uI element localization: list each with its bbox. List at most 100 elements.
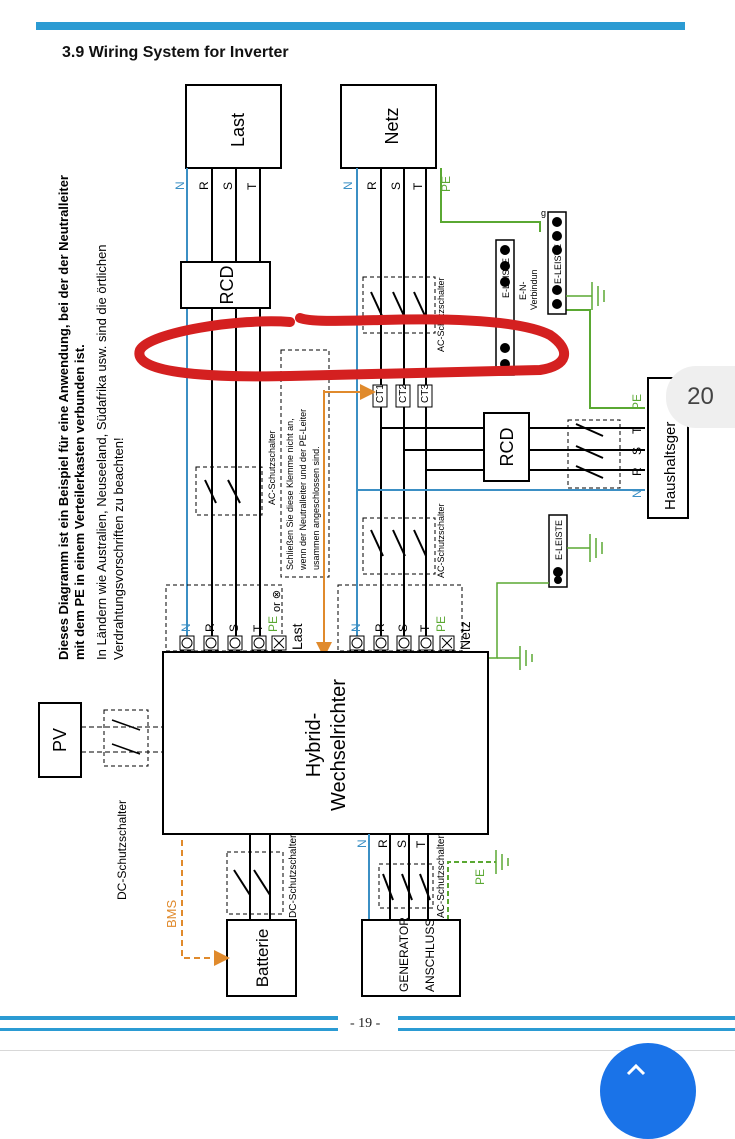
- svg-text:AC-Schutzschalter: AC-Schutzschalter: [267, 430, 277, 505]
- household-rcd: RCD: [483, 412, 530, 482]
- svg-text:or ⊗: or ⊗: [271, 590, 283, 612]
- svg-text:PE: PE: [266, 616, 280, 632]
- battery-wires: [249, 834, 271, 920]
- svg-text:R: R: [376, 839, 390, 848]
- ct3-label: CT3: [420, 384, 431, 403]
- footer-line-right-2: [398, 1028, 735, 1031]
- grid-label: Netz: [382, 107, 402, 144]
- svg-text:N: N: [355, 839, 369, 848]
- svg-text:PE: PE: [439, 176, 453, 192]
- svg-text:R: R: [373, 623, 387, 632]
- svg-text:S: S: [227, 624, 241, 632]
- footer-line-left-2: [0, 1028, 338, 1031]
- svg-text:S: S: [389, 182, 403, 190]
- svg-text:AC-Schutzschalter: AC-Schutzschalter: [436, 503, 446, 578]
- e-n-connection-label: E-N- Verbindun: [518, 269, 539, 310]
- svg-text:R: R: [630, 467, 644, 476]
- household-terminal-labels: PE T S R N: [630, 394, 644, 498]
- note-line2: Verdrahtungsvorschriften zu beachten!: [111, 437, 126, 660]
- inverter-box: Hybrid- Wechselrichter: [162, 651, 489, 835]
- svg-text:R: R: [365, 181, 379, 190]
- svg-text:T: T: [411, 182, 425, 190]
- svg-text:wenn der Neutralleiter und der: wenn der Neutralleiter und der PE-Leiter: [298, 409, 308, 571]
- earth-bar-right: E-LEISTE g: [541, 208, 567, 315]
- load-rcd: RCD: [180, 261, 271, 309]
- household-wires: [357, 309, 645, 491]
- svg-text:PE: PE: [473, 869, 487, 885]
- svg-text:Haushaltsger: Haushaltsger: [662, 422, 679, 510]
- red-marker-annotation: [134, 313, 570, 382]
- generator-terminal-labels: N R S T PE: [355, 839, 487, 885]
- svg-text:Last: Last: [289, 623, 305, 650]
- svg-text:Verbindun: Verbindun: [529, 269, 539, 310]
- viewer-divider: [0, 1050, 735, 1051]
- load-terminal-labels: N R S T: [173, 181, 259, 190]
- ct1-label: CT1: [375, 384, 386, 403]
- svg-text:T: T: [418, 624, 432, 632]
- earth-bar-lower: E-LEISTE: [548, 514, 568, 588]
- svg-text:S: S: [630, 447, 644, 455]
- svg-text:Wechselrichter: Wechselrichter: [328, 679, 350, 811]
- svg-text:N: N: [630, 489, 644, 498]
- svg-text:S: S: [395, 840, 409, 848]
- battery-dc-breaker: DC-Schutzschalter: [226, 834, 299, 918]
- svg-text:usammen angeschlossen sind.: usammen angeschlossen sind.: [311, 446, 321, 570]
- page-number: - 19 -: [350, 1016, 381, 1031]
- pv-dc-breaker: DC-Schutzschalter: [81, 709, 163, 900]
- svg-text:Batterie: Batterie: [253, 929, 272, 988]
- svg-text:E-LEISTE: E-LEISTE: [554, 520, 564, 560]
- ct2-label: CT2: [398, 384, 409, 403]
- svg-text:Netz: Netz: [457, 621, 473, 650]
- header-accent-bar: [36, 22, 685, 30]
- wiring-diagram: Dieses Diagramm ist ein Beispiel für ein…: [38, 84, 689, 997]
- svg-text:RCD: RCD: [497, 428, 517, 467]
- svg-text:PE: PE: [630, 394, 644, 410]
- svg-text:PE: PE: [434, 616, 448, 632]
- grid-terminal-block: N R S T PE Netz: [337, 584, 473, 652]
- ground-symbol-generator: [495, 850, 509, 874]
- svg-text:DC-Schutzschalter: DC-Schutzschalter: [115, 800, 129, 900]
- svg-text:N: N: [341, 181, 355, 190]
- svg-text:E-LEISTE: E-LEISTE: [501, 258, 511, 298]
- load-wires: [186, 168, 261, 645]
- svg-text:S: S: [396, 624, 410, 632]
- note-bold-line2: mit dem PE in einem Verteilerkasten verb…: [72, 344, 87, 660]
- ct-sensors: CT1 CT2 CT3: [372, 384, 433, 408]
- svg-text:PV: PV: [50, 728, 70, 752]
- grid-lower-ac-breaker: AC-Schutzschalter: [362, 503, 446, 578]
- svg-text:GENERATOR: GENERATOR: [397, 917, 411, 992]
- diagram-notes: Dieses Diagramm ist ein Beispiel für ein…: [56, 175, 126, 660]
- svg-text:AC-Schutzschalter: AC-Schutzschalter: [436, 835, 447, 918]
- footer-line-left-1: [0, 1016, 338, 1020]
- note-bold-line1: Dieses Diagramm ist ein Beispiel für ein…: [56, 175, 71, 660]
- pv-box: PV: [38, 702, 82, 778]
- svg-text:R: R: [203, 623, 217, 632]
- generator-box: GENERATOR ANSCHLUSS: [361, 917, 461, 997]
- svg-text:S: S: [221, 182, 235, 190]
- svg-text:N: N: [349, 623, 363, 632]
- svg-text:E-N-: E-N-: [518, 282, 528, 301]
- svg-text:g: g: [541, 208, 546, 218]
- chevron-up-icon: [626, 1063, 646, 1076]
- ground-symbol-upper: [566, 282, 605, 310]
- svg-text:T: T: [630, 426, 644, 434]
- page-side-badge: 20: [666, 366, 735, 428]
- household-ac-breaker: [567, 419, 621, 489]
- svg-text:T: T: [414, 840, 428, 848]
- generator-ac-breaker: AC-Schutzschalter: [378, 835, 447, 918]
- earth-bar-upper: E-LEISTE: [495, 239, 515, 376]
- svg-text:E-LEISTE: E-LEISTE: [553, 244, 563, 284]
- footer-line-right-1: [398, 1016, 735, 1020]
- section-heading: 3.9 Wiring System for Inverter: [62, 44, 289, 61]
- svg-text:DC-Schutzschalter: DC-Schutzschalter: [288, 834, 299, 918]
- load-label: Last: [228, 113, 248, 147]
- generator-wires: [368, 834, 496, 920]
- svg-text:ANSCHLUSS: ANSCHLUSS: [423, 919, 437, 992]
- scroll-to-top-button[interactable]: [600, 1043, 696, 1139]
- svg-text:Hybrid-: Hybrid-: [303, 713, 325, 777]
- battery-box: Batterie: [226, 919, 297, 997]
- svg-text:T: T: [245, 182, 259, 190]
- note-line1: In Ländern wie Australien, Neuseeland, S…: [94, 244, 109, 660]
- svg-text:T: T: [251, 624, 265, 632]
- svg-text:R: R: [197, 181, 211, 190]
